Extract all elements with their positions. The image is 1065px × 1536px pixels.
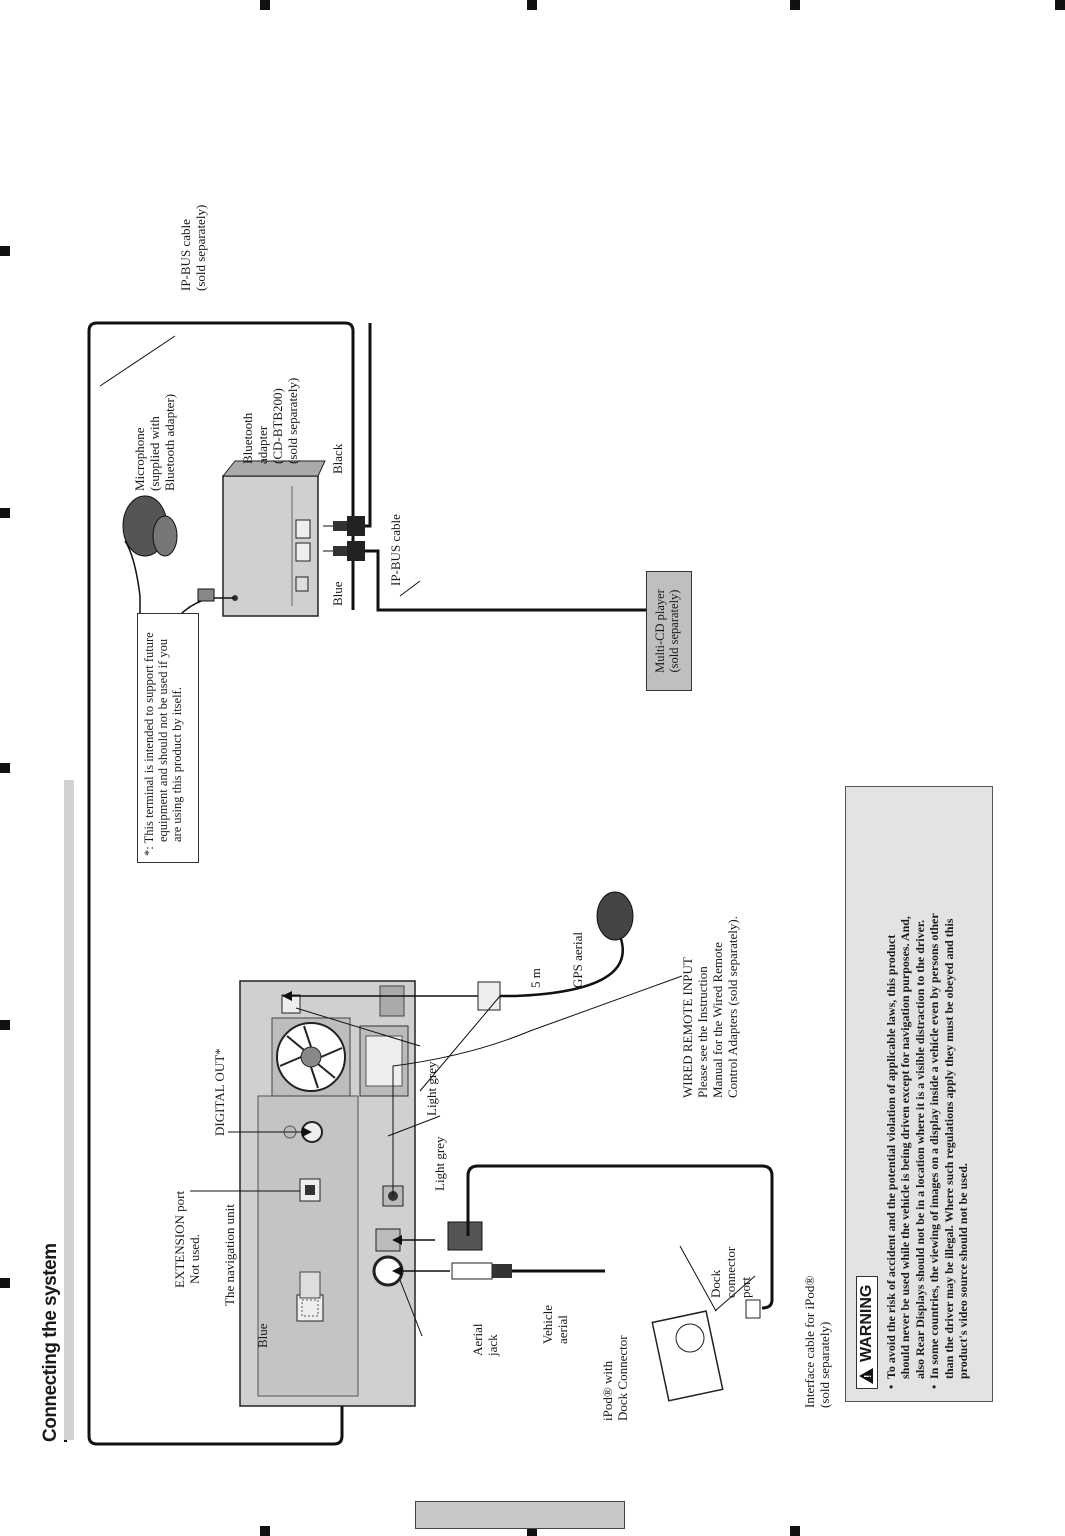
registration-mark: [260, 1526, 270, 1536]
aerial-plug: [451, 1262, 493, 1280]
registration-mark: [527, 1526, 537, 1536]
bluetooth-adapter-label: Bluetooth adapter (CD-BTB200) (sold sepa…: [240, 377, 300, 464]
multi-cd-player: Multi-CD player (sold separately): [646, 571, 692, 691]
microphone-label: Microphone (supplied with Bluetooth adap…: [132, 393, 177, 491]
bt-ipbus-cable: [365, 549, 665, 612]
footer-page-box: [415, 1501, 625, 1529]
dock-cable-connector: [447, 1221, 483, 1251]
registration-mark: [0, 763, 10, 773]
warning-box: !WARNING To avoid the risk of accident a…: [845, 786, 993, 1402]
registration-mark: [0, 1020, 10, 1030]
gps-aerial-label: GPS aerial: [570, 932, 585, 988]
interface-cable-label: Interface cable for iPod® (sold separate…: [802, 1275, 832, 1408]
warning-item: To avoid the risk of accident and the po…: [884, 799, 928, 1389]
registration-mark: [0, 508, 10, 518]
registration-mark: [790, 0, 800, 10]
footnote-box: *: This terminal is intended to support …: [137, 613, 199, 863]
light-grey-label-1: Light grey: [432, 1136, 447, 1191]
five-m-label: 5 m: [528, 968, 543, 988]
navigation-unit-label: The navigation unit: [222, 1204, 237, 1306]
registration-mark: [260, 0, 270, 10]
blue-left-label: Blue: [255, 1323, 270, 1348]
gps-connector: [477, 981, 501, 1011]
registration-mark: [0, 246, 10, 256]
vehicle-aerial-label: Vehicle aerial: [540, 1305, 570, 1344]
registration-mark: [527, 0, 537, 10]
digital-out-label: DIGITAL OUT*: [212, 1048, 227, 1136]
ipod-device: [651, 1310, 724, 1402]
ipbus-cable-loop: [87, 321, 355, 1436]
warning-icon: !: [859, 1368, 874, 1384]
ipbus-cable-label-mid: IP-BUS cable: [388, 514, 403, 586]
black-label: Black: [330, 443, 345, 474]
dock-connector-port-label: Dock connector port: [708, 1246, 753, 1298]
registration-mark: [0, 1278, 10, 1288]
ipod-label: iPod® with Dock Connector: [600, 1335, 630, 1421]
warning-heading: !WARNING: [856, 1275, 878, 1389]
wired-remote-label: WIRED REMOTE INPUT Please see the Instru…: [680, 916, 740, 1098]
light-grey-label-2: Light grey: [424, 1061, 439, 1116]
warning-item: In some countries, the viewing of images…: [927, 799, 971, 1389]
ipbus-port: [296, 1294, 324, 1322]
blue-adapter-label: Blue: [330, 581, 345, 606]
aerial-jack-label: Aerial jack: [470, 1323, 500, 1356]
ipod-interface-cable: [466, 1164, 774, 1310]
ipbus-cable-left-end: [87, 1356, 344, 1446]
ipbus-cable-label-top: IP-BUS cable (sold separately): [178, 204, 208, 291]
registration-mark: [790, 1526, 800, 1536]
extension-port-label: EXTENSION port Not used.: [172, 1190, 202, 1288]
registration-mark: [1055, 0, 1065, 10]
gps-aerial: [596, 891, 634, 941]
